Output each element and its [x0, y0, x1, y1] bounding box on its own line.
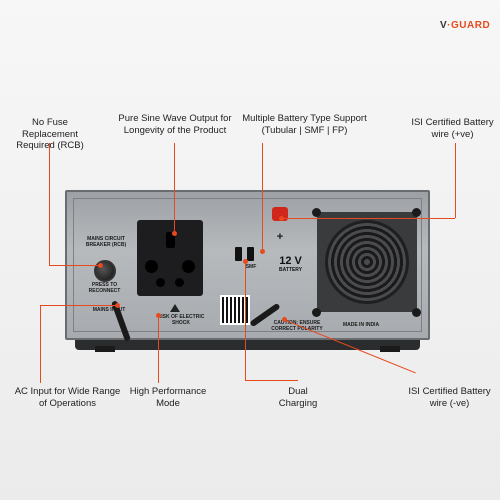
foot [380, 346, 400, 352]
breaker-knob [94, 260, 116, 282]
callout-high-performance: High Performance Mode [129, 386, 207, 409]
screw [312, 208, 321, 217]
leader-dot [282, 317, 287, 322]
brand-logo: V·GUARD [440, 20, 491, 31]
panel-base [75, 340, 420, 350]
smf-label: SMF [245, 264, 257, 270]
leader-line [282, 218, 455, 219]
reset-label: PRESS TO RECONNECT [88, 282, 121, 294]
leader-line [40, 305, 118, 306]
screw [412, 208, 421, 217]
leader-dot [279, 216, 284, 221]
leader-line [262, 143, 263, 251]
socket-hole-left [145, 260, 158, 273]
leader-line [174, 143, 175, 233]
socket-pin-left [156, 278, 165, 287]
fan-grille [325, 220, 409, 304]
cooling-fan [317, 212, 417, 312]
positive-terminal [272, 207, 288, 221]
leader-line [245, 380, 298, 381]
ac-output-socket [137, 220, 203, 296]
leader-line [49, 265, 101, 266]
leader-dot [260, 249, 265, 254]
panel-body: MAINS CIRCUIT BREAKER (RCB) PRESS TO REC… [65, 190, 430, 340]
leader-dot [243, 259, 248, 264]
callout-isi-positive: ISI Certified Battery wire (+ve) [411, 117, 494, 140]
callout-dual-charging: Dual Charging [278, 386, 318, 409]
screw [312, 308, 321, 317]
battery-type-switch [247, 247, 254, 261]
leader-dot [156, 313, 161, 318]
caution-label: CAUTION: ENSURE CORRECT POLARITY [271, 320, 323, 332]
socket-earth-hole [166, 232, 175, 248]
leader-line [245, 262, 246, 380]
callout-sine-wave: Pure Sine Wave Output for Longevity of t… [118, 113, 232, 136]
warning-icon [170, 304, 180, 312]
made-in-label: MADE IN INDIA [342, 322, 380, 328]
leader-line [455, 143, 456, 218]
mains-label: MAINS INPUT [92, 307, 126, 313]
danger-label: RISK OF ELECTRIC SHOCK [157, 314, 205, 326]
socket-hole-right [182, 260, 195, 273]
callout-battery-type: Multiple Battery Type Support (Tubular |… [242, 113, 367, 136]
leader-dot [115, 303, 120, 308]
foot [95, 346, 115, 352]
inverter-back-panel: MAINS CIRCUIT BREAKER (RCB) PRESS TO REC… [65, 190, 430, 352]
screw [412, 308, 421, 317]
socket-pin-right [175, 278, 184, 287]
callout-isi-negative: ISI Certified Battery wire (-ve) [408, 386, 491, 409]
callout-ac-input: AC Input for Wide Range of Operations [14, 386, 121, 409]
leader-line [158, 316, 159, 383]
callout-no-fuse: No Fuse Replacement Required (RCB) [16, 117, 84, 151]
leader-line [40, 305, 41, 383]
plus-sign: + [276, 231, 284, 243]
leader-line [49, 143, 50, 265]
leader-dot [172, 231, 177, 236]
leader-dot [98, 263, 103, 268]
breaker-label: MAINS CIRCUIT BREAKER (RCB) [85, 236, 127, 248]
mode-switch [235, 247, 242, 261]
